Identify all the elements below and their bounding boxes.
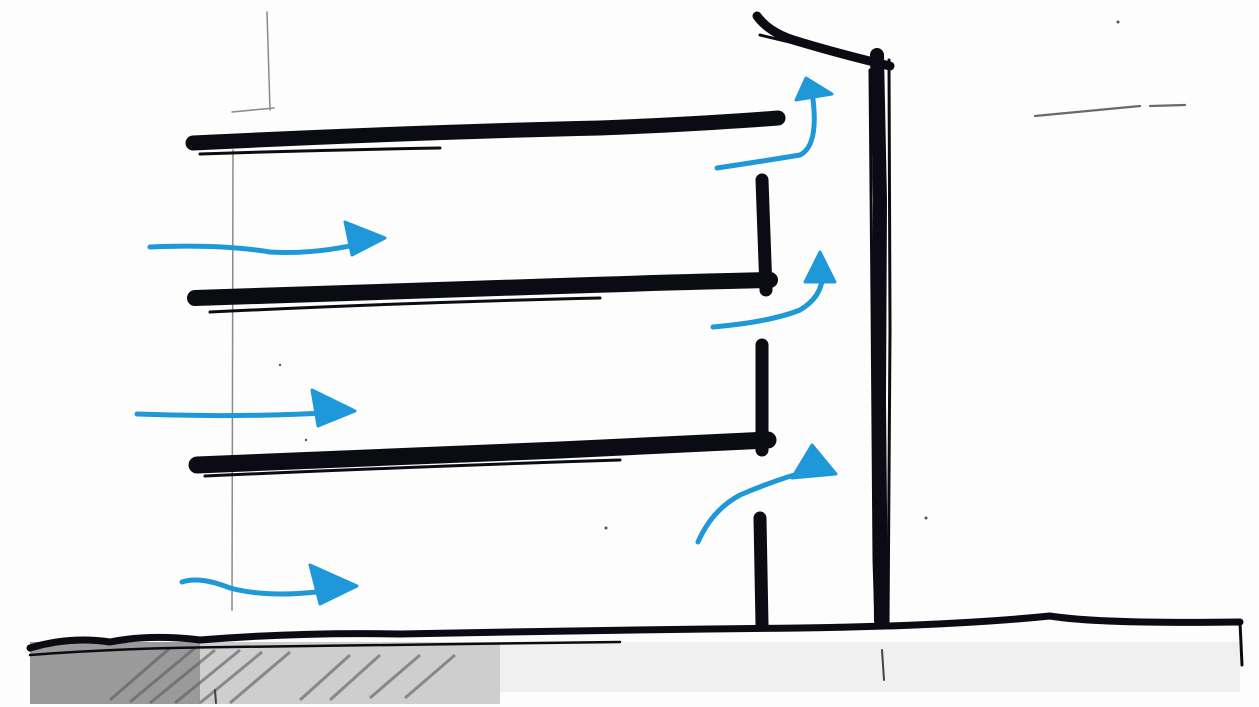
parapet-upper	[762, 180, 766, 290]
arrowhead-icon	[792, 445, 836, 478]
arrowhead-icon	[310, 565, 357, 604]
facade-wall	[757, 16, 890, 625]
pencil-guide-lines	[215, 12, 1185, 703]
updraft-arrows	[698, 78, 836, 542]
pencil-dash-right	[1035, 105, 1185, 116]
pencil-column-line	[232, 150, 233, 610]
canopy-roof-edge	[760, 35, 880, 60]
floor-slabs	[193, 118, 778, 476]
floor-slab-middle	[195, 280, 770, 298]
updraft-arrow-lower	[698, 445, 836, 542]
ground-right-edge	[1240, 622, 1242, 665]
updraft-arrow-middle	[713, 252, 835, 327]
arrowhead-icon	[312, 390, 355, 426]
pencil-tick-below-ground-left	[215, 690, 216, 703]
floor-slab-lower	[197, 440, 768, 465]
pencil-top-mark	[232, 12, 274, 112]
facade-wall-main	[877, 55, 881, 620]
arrowhead-icon	[805, 252, 835, 282]
arrowhead-icon	[345, 222, 385, 255]
ground-hatching	[30, 642, 1240, 704]
floor-slab-top-under	[200, 148, 440, 154]
arrowhead-icon	[796, 78, 832, 100]
inflow-arrows	[137, 222, 385, 604]
inflow-arrow-2	[137, 390, 355, 426]
facade-wall-outline-right	[888, 60, 890, 625]
floor-slab-top	[193, 118, 778, 143]
parapet-lower	[760, 518, 762, 625]
parapets	[760, 180, 766, 625]
inflow-arrow-3	[182, 565, 357, 604]
inflow-arrow-1	[150, 222, 385, 255]
